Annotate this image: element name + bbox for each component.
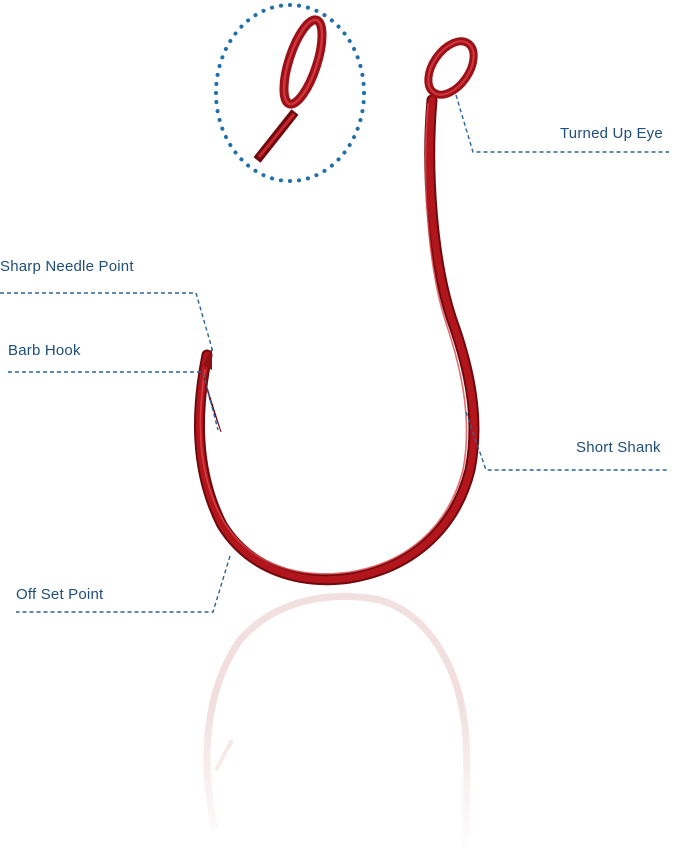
leader-short-shank: [465, 411, 669, 471]
fishhook: [193, 37, 480, 586]
leader-sharp-needle-point: [0, 292, 214, 353]
label-turned-up-eye: Turned Up Eye: [560, 125, 663, 142]
needle-point: [203, 348, 212, 370]
label-barb-hook: Barb Hook: [8, 342, 81, 359]
leader-turned-up-eye: [455, 94, 669, 153]
hook-body: [195, 96, 478, 584]
barb: [203, 377, 222, 433]
leader-offset-point: [16, 555, 231, 613]
hook-eye-highlight: [427, 40, 475, 96]
label-short-shank: Short Shank: [576, 439, 661, 456]
hook-body-highlight: [199, 103, 468, 575]
label-offset-point: Off Set Point: [16, 586, 104, 603]
leader-lines: [0, 94, 669, 613]
eye-detail-loop-highlight: [282, 18, 324, 106]
eye-detail-wire-highlight: [257, 113, 296, 158]
label-sharp-needle-point: Sharp Needle Point: [0, 258, 134, 275]
eye-detail-callout: [214, 3, 366, 183]
reflection-fade: [180, 700, 500, 854]
leader-barb-hook: [8, 371, 219, 431]
dotted-circle: [214, 3, 366, 183]
hook-eye-detail-icon: [253, 15, 327, 163]
